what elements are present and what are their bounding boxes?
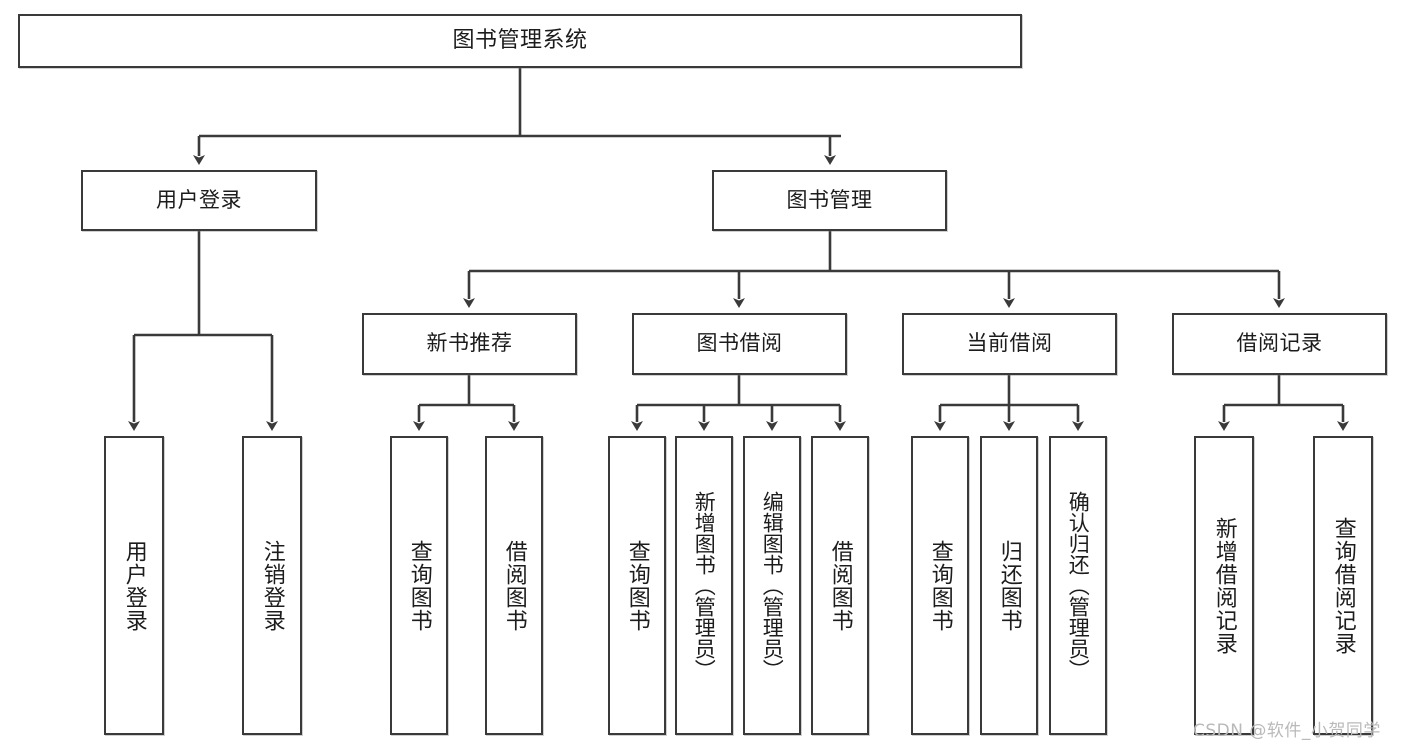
edges-currentborrow-to-leaves: [934, 375, 1084, 431]
node-leaf-user-login[interactable]: 用户登录: [104, 436, 164, 735]
edges-bookborrow-to-leaves: [631, 375, 846, 431]
edges-root-to-level2: [193, 68, 841, 165]
node-leaf-return-book[interactable]: 归还图书: [980, 436, 1038, 735]
node-leaf-borrow-book-2[interactable]: 借阅图书: [811, 436, 869, 735]
node-book-borrow[interactable]: 图书借阅: [632, 313, 847, 375]
node-leaf-query-book-2[interactable]: 查询图书: [608, 436, 666, 735]
edges-newbookrec-to-leaves: [413, 375, 520, 431]
node-leaf-add-book[interactable]: 新增图书（管理员）: [675, 436, 733, 735]
node-leaf-query-book-1[interactable]: 查询图书: [390, 436, 448, 735]
node-leaf-confirm-return[interactable]: 确认归还（管理员）: [1049, 436, 1107, 735]
node-borrow-record[interactable]: 借阅记录: [1172, 313, 1387, 375]
node-leaf-query-book-3[interactable]: 查询图书: [911, 436, 969, 735]
node-current-borrow[interactable]: 当前借阅: [902, 313, 1117, 375]
node-root-system[interactable]: 图书管理系统: [18, 14, 1022, 68]
edges-userlogin-to-leaves: [128, 231, 278, 431]
node-leaf-add-record[interactable]: 新增借阅记录: [1194, 436, 1254, 735]
node-leaf-query-record[interactable]: 查询借阅记录: [1313, 436, 1373, 735]
node-leaf-edit-book[interactable]: 编辑图书（管理员）: [743, 436, 801, 735]
edges-borrowrecord-to-leaves: [1218, 375, 1349, 431]
node-new-book-rec[interactable]: 新书推荐: [362, 313, 577, 375]
node-leaf-borrow-book-1[interactable]: 借阅图书: [485, 436, 543, 735]
edges-bookmanage-to-level3: [463, 231, 1285, 308]
node-leaf-logout[interactable]: 注销登录: [242, 436, 302, 735]
node-user-login[interactable]: 用户登录: [81, 170, 317, 231]
node-book-manage[interactable]: 图书管理: [712, 170, 947, 231]
csdn-watermark: CSDN @软件_小贺同学: [1193, 721, 1381, 741]
